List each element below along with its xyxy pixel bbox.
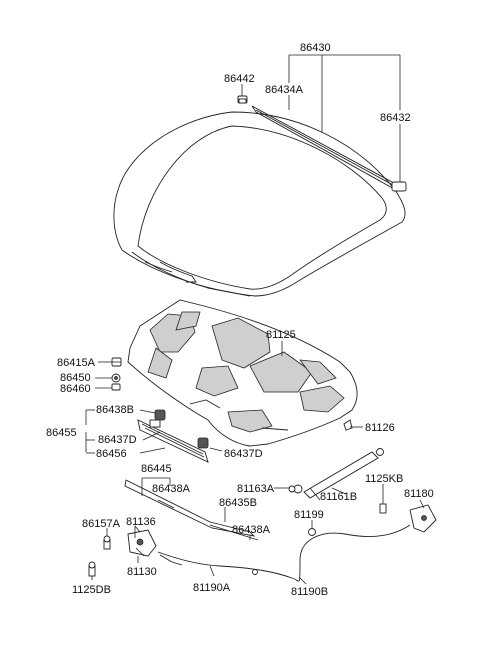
label-81136: 81136 xyxy=(126,516,156,528)
hood-weatherstrip xyxy=(251,105,398,192)
clip-81126 xyxy=(343,419,353,431)
label-86432: 86432 xyxy=(380,112,411,124)
label-81130: 81130 xyxy=(127,566,157,578)
label-1125KB: 1125KB xyxy=(365,473,403,485)
hood-insulator xyxy=(127,299,358,447)
label-86438A-bottom: 86438A xyxy=(232,524,271,536)
label-81126: 81126 xyxy=(365,422,395,434)
label-86455: 86455 xyxy=(46,427,77,439)
release-handle-81180 xyxy=(409,504,437,533)
label-81199: 81199 xyxy=(294,509,324,521)
label-86157A: 86157A xyxy=(82,518,121,530)
label-86437D-left: 86437D xyxy=(98,434,137,446)
label-86445: 86445 xyxy=(141,463,172,475)
label-81161B: 81161B xyxy=(320,491,357,503)
label-86415A: 86415A xyxy=(57,357,96,369)
label-86438A-top: 86438A xyxy=(152,483,191,495)
label-81190A: 81190A xyxy=(193,582,231,594)
label-81180: 81180 xyxy=(404,488,434,500)
label-81163A: 81163A xyxy=(237,483,275,495)
hood-lift-strut xyxy=(293,448,384,501)
label-86434A: 86434A xyxy=(265,84,304,96)
stay-rod-clip-81163A xyxy=(288,485,296,493)
weatherstrip-end-clip xyxy=(391,181,407,192)
label-86438B: 86438B xyxy=(96,404,134,416)
label-86450: 86450 xyxy=(60,372,91,384)
hood-seal-assembly xyxy=(137,409,209,463)
label-86460: 86460 xyxy=(60,383,91,395)
bolt-1125DB xyxy=(88,561,96,577)
leader-lines xyxy=(85,54,425,585)
label-86430: 86430 xyxy=(300,42,331,54)
label-86442: 86442 xyxy=(224,73,255,85)
label-81125: 81125 xyxy=(266,329,296,341)
clip-86460 xyxy=(111,383,121,391)
hood-panel xyxy=(113,111,406,297)
label-86435B: 86435B xyxy=(219,497,257,509)
label-81190B: 81190B xyxy=(291,586,328,598)
hood-bumper-clip xyxy=(237,95,248,104)
label-86437D-right: 86437D xyxy=(224,448,263,460)
grommet-86450 xyxy=(111,373,121,383)
release-cable xyxy=(157,524,411,582)
grommet-81199 xyxy=(308,528,316,536)
latch-bolt-86157A xyxy=(103,535,111,550)
label-86456: 86456 xyxy=(96,448,127,460)
insulator-clip-86415A xyxy=(111,357,122,367)
bolt-1125KB xyxy=(379,503,387,514)
label-1125DB: 1125DB xyxy=(72,584,111,596)
hood-latch xyxy=(127,529,157,557)
